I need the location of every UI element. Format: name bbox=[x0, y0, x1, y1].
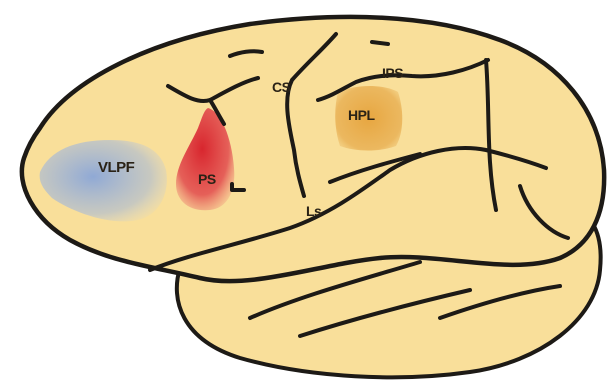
cs-label: CS bbox=[272, 79, 291, 95]
hpl-label: HPL bbox=[348, 107, 375, 123]
ips-label: IPS bbox=[382, 65, 403, 81]
vlpf-label: VLPF bbox=[98, 159, 135, 176]
ps-label: PS bbox=[198, 171, 216, 187]
ls-label: Ls bbox=[306, 203, 322, 219]
superior-sulcus-2 bbox=[372, 42, 388, 44]
